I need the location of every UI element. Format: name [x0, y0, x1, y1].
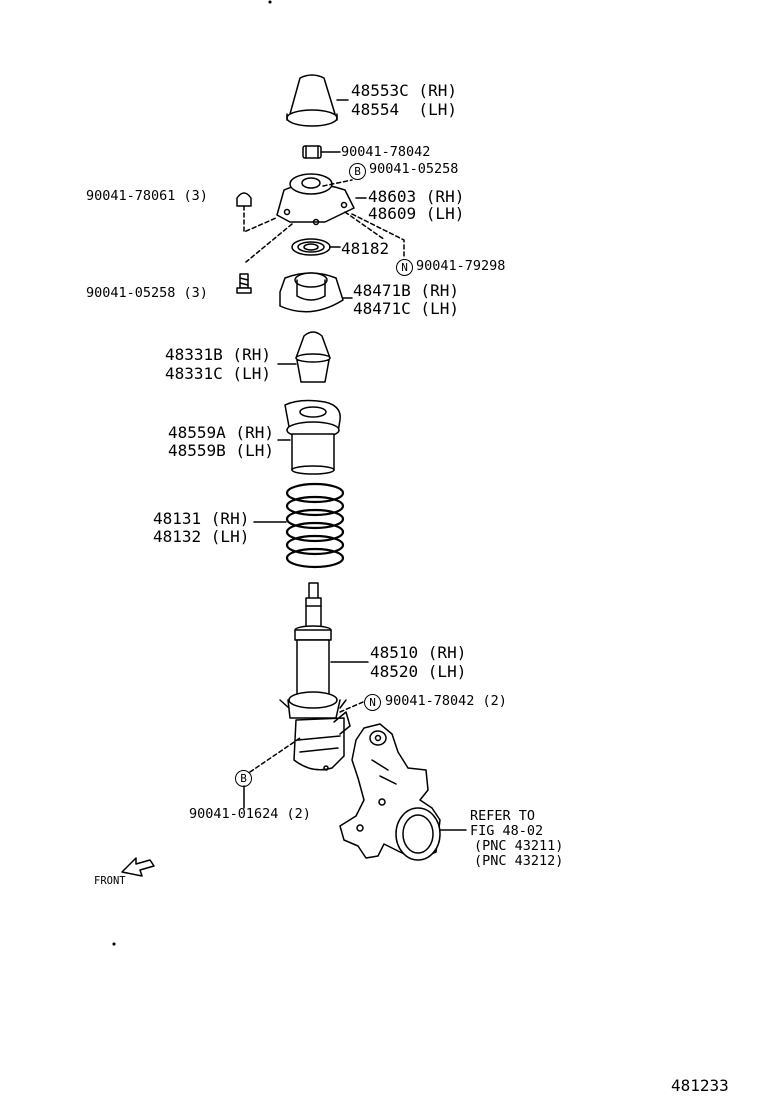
- label-spring-rh: 48131 (RH): [153, 509, 250, 528]
- label-absorber-rh: 48510 (RH): [370, 643, 467, 662]
- n-badge-icon: N: [364, 694, 381, 711]
- label-dust-boot-rh: 48553C (RH): [351, 81, 457, 100]
- label-bolt-absorber: 90041-01624 (2): [189, 806, 311, 822]
- front-arrow-icon: [121, 857, 155, 877]
- label-spring-lh: 48132 (LH): [153, 527, 250, 546]
- label-front: FRONT: [94, 875, 126, 887]
- label-spring-seat-lh: 48471C (LH): [353, 299, 459, 318]
- label-insulator-rh: 48559A (RH): [168, 423, 274, 442]
- label-spring-seat-rh: 48471B (RH): [353, 281, 459, 300]
- label-refer-3: (PNC 43211): [474, 838, 564, 854]
- label-absorber-lh: 48520 (LH): [370, 662, 467, 681]
- left-bolt: [236, 273, 252, 294]
- coil-spring: [253, 482, 345, 569]
- steering-knuckle: [339, 723, 467, 861]
- label-dust-boot-lh: 48554 (LH): [351, 100, 457, 119]
- spring-insulator: [277, 399, 341, 475]
- label-bumper-lh: 48331C (LH): [165, 364, 271, 383]
- dust-boot-cap: [286, 74, 349, 127]
- label-left-nut: 90041-78061 (3): [86, 188, 208, 204]
- label-insulator-lh: 48559B (LH): [168, 441, 274, 460]
- spring-seat: [279, 272, 353, 313]
- diagram-number: 481233: [671, 1076, 729, 1095]
- b-badge-icon: B: [349, 163, 366, 180]
- top-nut: [302, 145, 341, 159]
- left-nut: [236, 192, 277, 233]
- bump-stopper: [277, 331, 331, 383]
- n-badge-icon: N: [396, 259, 413, 276]
- label-refer-4: (PNC 43212): [474, 853, 564, 869]
- label-top-nut: 90041-78042: [341, 144, 431, 160]
- label-refer-1: REFER TO: [470, 808, 536, 824]
- label-bolt-b-top: 90041-05258: [369, 161, 459, 177]
- label-support-lh: 48609 (LH): [368, 204, 465, 223]
- label-nut-absorber: 90041-78042 (2): [385, 693, 507, 709]
- label-bearing: 48182: [341, 239, 390, 258]
- b-badge-icon: B: [235, 770, 252, 787]
- label-refer-2: FIG 48-02: [470, 823, 544, 839]
- label-bumper-rh: 48331B (RH): [165, 345, 271, 364]
- shock-absorber: [279, 582, 369, 771]
- bearing: [291, 238, 341, 256]
- label-nut-n: 90041-79298: [416, 258, 506, 274]
- label-support-rh: 48603 (RH): [368, 187, 465, 206]
- strut-support: [276, 173, 367, 226]
- label-left-bolt: 90041-05258 (3): [86, 285, 208, 301]
